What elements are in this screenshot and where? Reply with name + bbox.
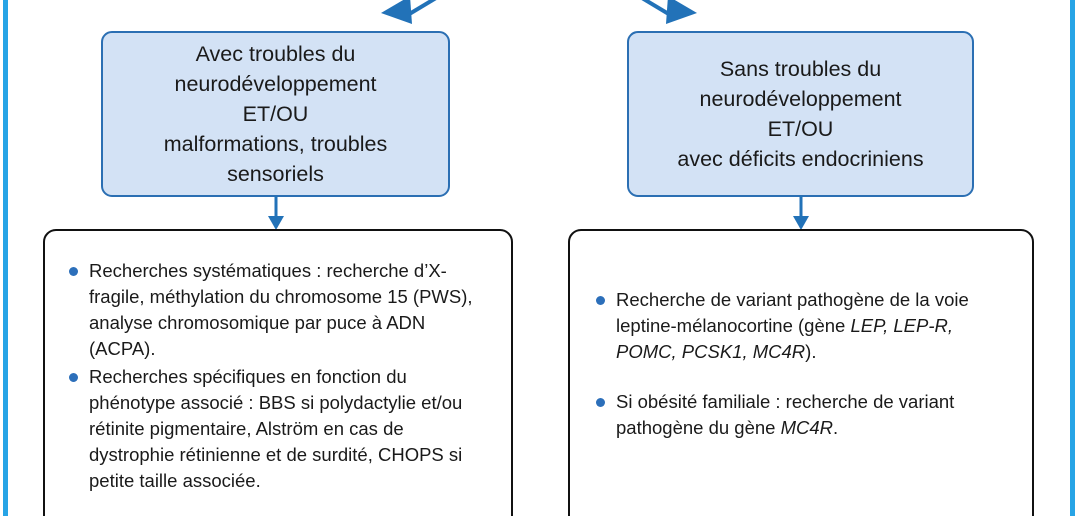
list-item: Si obésité familiale : recherche de vari… — [596, 389, 1014, 441]
bullet-dot-icon — [69, 373, 78, 382]
condition-left-text: Avec troubles du neurodéveloppement ET/O… — [163, 42, 388, 186]
bullet-text: Recherches systématiques : recherche d’X… — [89, 260, 473, 359]
incoming-arrow-left-icon — [381, 0, 437, 24]
bullet-text: Si obésité familiale : recherche de vari… — [616, 391, 955, 438]
condition-box-right: Sans troubles du neurodéveloppement ET/O… — [627, 31, 974, 197]
bullet-dot-icon — [69, 267, 78, 276]
page-frame-rule-right — [1070, 0, 1075, 516]
action-box-right: Recherche de variant pathogène de la voi… — [568, 229, 1034, 516]
list-item: Recherches systématiques : recherche d’X… — [69, 258, 491, 362]
arrow-down-left-icon — [268, 196, 284, 230]
bullet-text: Recherches spécifiques en fonction du ph… — [89, 366, 463, 491]
incoming-arrow-right-icon — [641, 0, 697, 24]
list-item: Recherches spécifiques en fonction du ph… — [69, 364, 491, 494]
list-item: Recherche de variant pathogène de la voi… — [596, 287, 1014, 365]
action-left-bullet-list: Recherches systématiques : recherche d’X… — [45, 231, 511, 494]
action-right-bullet-list: Recherche de variant pathogène de la voi… — [570, 231, 1032, 441]
action-box-left: Recherches systématiques : recherche d’X… — [43, 229, 513, 516]
arrow-down-right-icon — [793, 196, 809, 230]
bullet-dot-icon — [596, 296, 605, 305]
page-frame-rule-left — [3, 0, 8, 516]
condition-right-text: Sans troubles du neurodéveloppement ET/O… — [677, 57, 924, 171]
bullet-text: Recherche de variant pathogène de la voi… — [616, 289, 969, 362]
bullet-dot-icon — [596, 398, 605, 407]
condition-box-left: Avec troubles du neurodéveloppement ET/O… — [101, 31, 450, 197]
